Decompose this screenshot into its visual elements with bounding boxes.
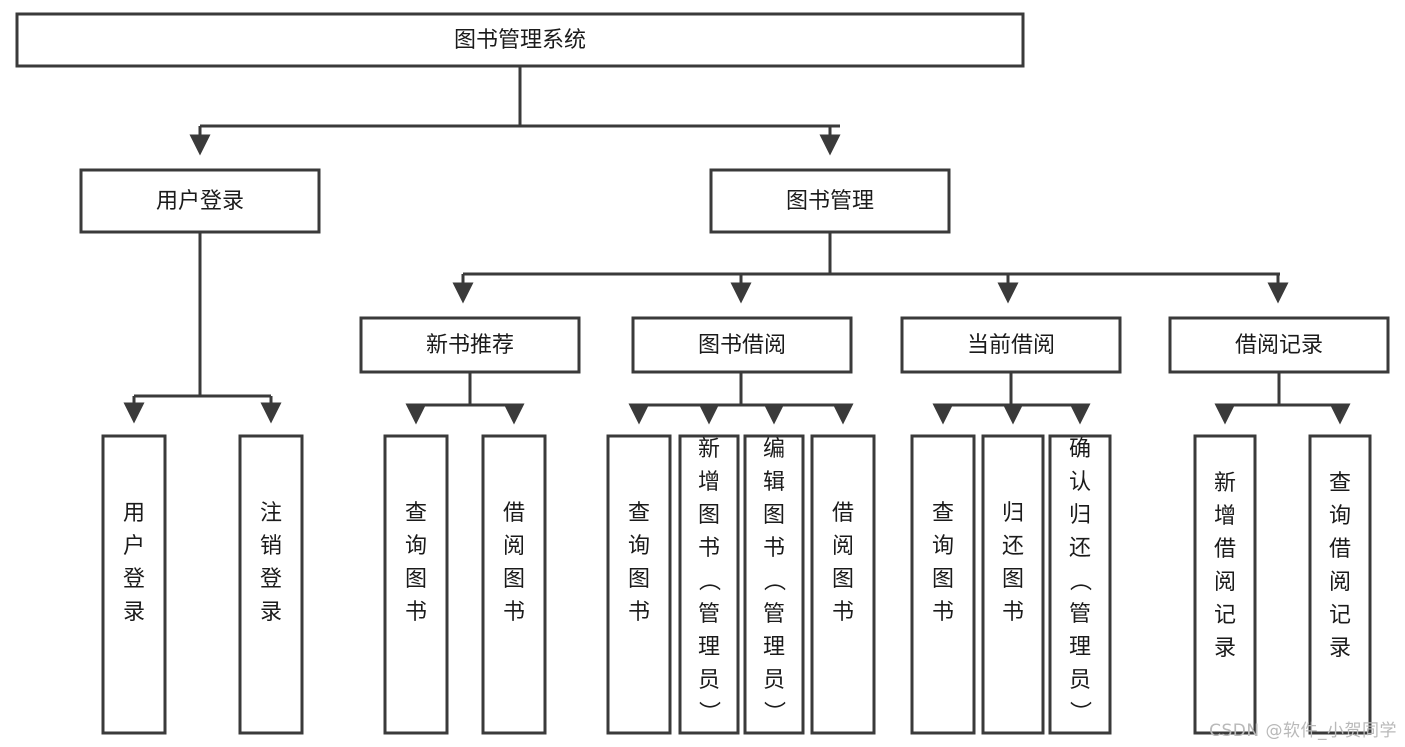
node-user-login-box[interactable] (79, 168, 321, 234)
node-leaf-query-book-1[interactable]: 查询图书 (383, 434, 449, 735)
node-book-manage-box[interactable] (709, 168, 951, 234)
node-leaf-query-book-3[interactable]: 查询图书 (910, 434, 976, 735)
node-leaf-query-borrow-record[interactable]: 查询借阅记录 (1308, 434, 1372, 735)
node-book-borrow-box[interactable] (631, 316, 853, 374)
node-current-borrow-box[interactable] (900, 316, 1122, 374)
node-leaf-edit-book-admin-label: 编辑图书（管理员） (763, 437, 786, 726)
connector-group-current-borrow-to-leaves (932, 372, 1091, 425)
node-new-book-recommend[interactable]: 新书推荐 (359, 316, 581, 374)
node-new-book-recommend-box[interactable] (359, 316, 581, 374)
node-leaf-add-book-admin-label: 新增图书（管理员） (698, 437, 721, 726)
node-leaf-query-book-2[interactable]: 查询图书 (606, 434, 672, 735)
node-leaf-user-login[interactable]: 用户登录 (101, 434, 167, 735)
node-leaf-confirm-return-admin-label: 确认归还（管理员） (1069, 437, 1092, 726)
node-borrow-record-box[interactable] (1168, 316, 1390, 374)
node-leaf-query-book-1-label: 查询图书 (405, 501, 427, 625)
connector-group-new-book-recommend-to-leaves (405, 372, 525, 425)
node-leaf-user-logout-label: 注销登录 (260, 501, 282, 625)
node-leaf-borrow-book-2-label: 借阅图书 (832, 501, 854, 625)
node-user-login[interactable]: 用户登录 (79, 168, 321, 234)
node-leaf-user-logout-box[interactable] (238, 434, 304, 735)
node-leaf-borrow-book-2-box[interactable] (810, 434, 876, 735)
node-leaf-query-borrow-record-label: 查询借阅记录 (1329, 471, 1351, 661)
node-leaf-borrow-book-2[interactable]: 借阅图书 (810, 434, 876, 735)
node-root-label: 图书管理系统 (454, 28, 586, 53)
node-root-box[interactable] (15, 12, 1025, 68)
node-leaf-query-borrow-record-box[interactable] (1308, 434, 1372, 735)
node-leaf-user-login-label: 用户登录 (123, 501, 145, 625)
node-leaf-query-book-2-box[interactable] (606, 434, 672, 735)
node-leaf-query-book-3-label: 查询图书 (932, 501, 954, 625)
node-leaf-return-book-box[interactable] (981, 434, 1045, 735)
node-borrow-record-label: 借阅记录 (1235, 333, 1323, 358)
node-leaf-add-borrow-record[interactable]: 新增借阅记录 (1193, 434, 1257, 735)
node-leaf-edit-book-admin-box[interactable] (743, 434, 805, 735)
node-leaf-borrow-book-1-box[interactable] (481, 434, 547, 735)
node-current-borrow-label: 当前借阅 (967, 333, 1055, 358)
node-leaf-return-book[interactable]: 归还图书 (981, 434, 1045, 735)
node-leaf-confirm-return-admin[interactable]: 确认归还（管理员） (1048, 434, 1112, 735)
node-new-book-recommend-label: 新书推荐 (426, 333, 514, 358)
node-leaf-add-borrow-record-label: 新增借阅记录 (1214, 471, 1236, 661)
node-root[interactable]: 图书管理系统 (15, 12, 1025, 68)
connector-group-user-login-to-leaves (123, 232, 282, 424)
node-book-manage-label: 图书管理 (786, 189, 874, 214)
node-leaf-query-book-3-box[interactable] (910, 434, 976, 735)
node-leaf-add-borrow-record-box[interactable] (1193, 434, 1257, 735)
node-leaf-query-book-2-label: 查询图书 (628, 501, 650, 625)
connector-group-book-borrow-to-leaves (628, 372, 854, 425)
node-leaf-edit-book-admin[interactable]: 编辑图书（管理员） (743, 434, 805, 735)
node-leaf-query-book-1-box[interactable] (383, 434, 449, 735)
node-leaf-add-book-admin[interactable]: 新增图书（管理员） (678, 434, 740, 735)
node-book-borrow-label: 图书借阅 (698, 333, 786, 358)
connector-group-root-to-level1 (189, 66, 841, 156)
node-borrow-record[interactable]: 借阅记录 (1168, 316, 1390, 374)
node-leaf-user-logout[interactable]: 注销登录 (238, 434, 304, 735)
node-book-borrow[interactable]: 图书借阅 (631, 316, 853, 374)
node-user-login-label: 用户登录 (156, 189, 244, 214)
node-leaf-user-login-box[interactable] (101, 434, 167, 735)
node-leaf-borrow-book-1[interactable]: 借阅图书 (481, 434, 547, 735)
node-leaf-return-book-label: 归还图书 (1002, 501, 1024, 625)
node-leaf-borrow-book-1-label: 借阅图书 (503, 501, 525, 625)
connector-group-book-manage-to-level2 (452, 232, 1289, 304)
node-book-manage[interactable]: 图书管理 (709, 168, 951, 234)
node-current-borrow[interactable]: 当前借阅 (900, 316, 1122, 374)
connector-group-borrow-record-to-leaves (1214, 372, 1351, 425)
node-leaf-add-book-admin-box[interactable] (678, 434, 740, 735)
node-leaf-confirm-return-admin-box[interactable] (1048, 434, 1112, 735)
